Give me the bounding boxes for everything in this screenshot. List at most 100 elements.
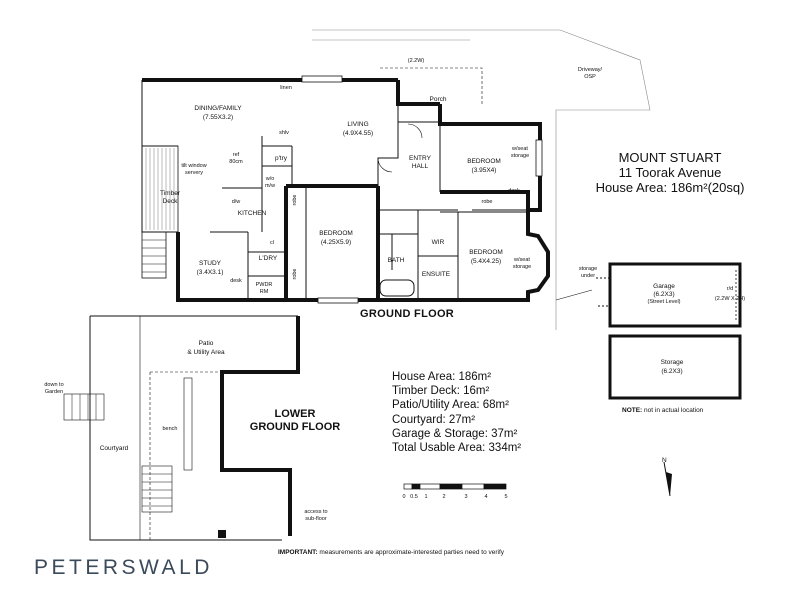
shelving-label: shlv: [279, 130, 289, 136]
powder-room-line2: RM: [260, 289, 269, 295]
storage-dims: (6.2X3): [661, 368, 682, 375]
ensuite-label: ENSUITE: [422, 271, 451, 278]
subfloor-line2: sub-floor: [305, 516, 327, 522]
bedroom2-robe-a-label: robe: [292, 194, 298, 205]
dining-family-dims: (7.55X3.2): [203, 114, 233, 121]
bedroom1-name: BEDROOM: [467, 158, 501, 165]
area-house: House Area: 186m²: [392, 371, 492, 383]
bedroom2-name: BEDROOM: [319, 230, 353, 237]
storage-under-line1: storage: [579, 266, 597, 272]
fridge-line1: ref: [233, 152, 240, 158]
timber-deck-hatch: [141, 145, 179, 279]
entry-line2: HALL: [412, 163, 429, 170]
brand-logo: PETERSWALD: [34, 556, 213, 579]
porch-label: Porch: [430, 96, 447, 103]
garage-storage-outline: [596, 262, 742, 400]
area-summary: House Area: 186m² Timber Deck: 16m² Pati…: [392, 370, 521, 455]
patio-line1: Patio: [199, 340, 214, 347]
pantry-label: p'try: [275, 155, 288, 162]
important-note-bold: IMPORTANT:: [278, 549, 318, 556]
property-name: MOUNT STUART: [618, 150, 722, 165]
dishwasher-label: d/w: [232, 199, 241, 205]
bedroom2-robe-b-label: robe: [292, 268, 298, 279]
area-garage-storage: Garage & Storage: 37m²: [392, 427, 518, 440]
laundry-label: L'DRY: [259, 255, 278, 262]
seat-storage1-line1: w/seat: [511, 146, 528, 152]
bedroom3-name: BEDROOM: [469, 249, 503, 256]
garden-stairs-line1: down to: [44, 382, 63, 388]
entry-line1: ENTRY: [409, 155, 432, 162]
scale-tick-5: 5: [504, 494, 507, 500]
study-dims: (3.4X3.1): [197, 269, 224, 276]
oven-line1: w/o: [265, 176, 275, 182]
north-arrow-icon: N: [662, 457, 672, 497]
servery-line2: servery: [185, 170, 203, 176]
linen-label: linen: [280, 85, 292, 91]
location-note-text: not in actual location: [642, 407, 704, 414]
wir-label: WIR: [432, 239, 445, 246]
garage-dims: (6.2X3): [653, 291, 674, 298]
location-note-bold: NOTE:: [622, 407, 643, 414]
garage-door-label: r/d: [727, 286, 733, 292]
garage-level: (Street Level): [647, 299, 680, 305]
driveway-line2: OSP: [584, 74, 596, 80]
bedroom2-dims: (4.25X5.9): [321, 239, 351, 246]
lower-label-line1: LOWER: [274, 408, 316, 420]
study-desk-label: desk: [230, 278, 242, 284]
scale-tick-05: 0.5: [410, 494, 418, 500]
scale-tick-2: 2: [442, 494, 445, 500]
location-note: NOTE: not in actual location: [622, 407, 703, 414]
study-name: STUDY: [199, 260, 222, 267]
storage-under-line2: under: [581, 273, 595, 279]
ground-floor-label: GROUND FLOOR: [360, 308, 455, 320]
site-boundary: [312, 29, 651, 330]
patio-line2: & Utility Area: [187, 349, 225, 356]
area-courtyard: Courtyard: 27m²: [392, 413, 476, 426]
courtyard-label: Courtyard: [100, 445, 129, 452]
scale-tick-1: 1: [424, 494, 427, 500]
kitchen-label: KITCHEN: [238, 210, 267, 217]
property-address: 11 Toorak Avenue: [618, 165, 722, 180]
dining-family-name: DINING/FAMILY: [194, 105, 242, 112]
seat-storage2-line1: w/seat: [513, 257, 530, 263]
bedroom3-dims: (5.4X4.25): [471, 258, 501, 265]
lower-label-line2: GROUND FLOOR: [249, 421, 341, 433]
scale-bar: 0 0.5 1 2 3 4 5: [402, 483, 508, 500]
driveway-line1: Driveway/: [578, 67, 603, 73]
servery-line1: tilt window: [181, 163, 206, 169]
living-dims: (4.9X4.55): [343, 130, 373, 137]
bath-label: BATH: [388, 257, 405, 264]
area-total-usable: Total Usable Area: 334m²: [392, 442, 522, 455]
bench-label: bench: [163, 426, 178, 432]
important-note-text: measurements are approximate-interested …: [317, 549, 505, 556]
storage-name: Storage: [661, 359, 684, 366]
living-name: LIVING: [347, 121, 368, 128]
seat-storage2-line2: storage: [513, 264, 531, 270]
bedroom1-robe-label: robe: [481, 199, 492, 205]
scale-tick-0: 0: [402, 494, 405, 500]
oven-line2: m/w: [265, 183, 275, 189]
garage-door-dims: (2.2W X 2H): [715, 296, 745, 302]
lower-ground-floor-label: LOWER GROUND FLOOR: [240, 408, 350, 434]
opening-width-label: (2.2W): [408, 58, 425, 64]
powder-room-line1: PWDR: [256, 282, 273, 288]
scale-tick-3: 3: [464, 494, 467, 500]
north-label: N: [662, 457, 667, 464]
subfloor-line1: access to: [304, 509, 327, 515]
property-house-area: House Area: 186m²(20sq): [595, 180, 745, 195]
property-title-block: MOUNT STUART 11 Toorak Avenue House Area…: [590, 150, 750, 195]
area-patio-utility: Patio/Utility Area: 68m²: [392, 399, 509, 412]
garage-name: Garage: [653, 283, 675, 290]
timber-deck-line2: Deck: [163, 198, 179, 205]
area-timber-deck: Timber Deck: 16m²: [392, 385, 490, 398]
seat-storage1-line2: storage: [511, 153, 529, 159]
fridge-line2: 80cm: [229, 159, 243, 165]
lower-ground-walls: [63, 315, 300, 541]
scale-tick-4: 4: [484, 494, 487, 500]
bedroom1-dims: (3.95X4): [472, 167, 497, 174]
timber-deck-line1: Timber: [160, 190, 181, 197]
important-note: IMPORTANT: measurements are approximate-…: [278, 549, 504, 556]
closet-label: cl: [270, 240, 274, 246]
bedroom-desk-label: desk: [508, 188, 520, 194]
